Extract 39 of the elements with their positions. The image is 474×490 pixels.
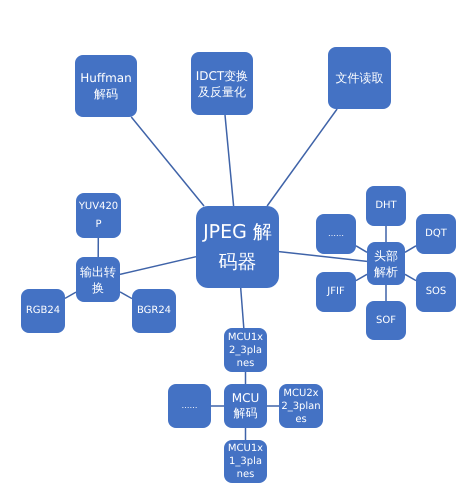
- connector-line: [356, 274, 368, 282]
- connector-line: [404, 274, 416, 282]
- process-box: RGB24: [21, 289, 65, 333]
- connector-line: [130, 116, 205, 206]
- connector-line: [120, 256, 196, 276]
- connector-line: [244, 428, 246, 440]
- process-box: 文件读取: [328, 47, 391, 109]
- connector-line: [97, 238, 100, 257]
- process-box: ……: [316, 214, 356, 254]
- process-box: MCU1x1_3planes: [224, 440, 267, 483]
- process-box: SOF: [366, 301, 406, 340]
- process-box: IDCT变换及反量化: [191, 52, 253, 115]
- connector-line: [267, 405, 279, 407]
- process-box: BGR24: [132, 289, 176, 333]
- connector-line: [356, 245, 368, 253]
- connector-line: [244, 372, 246, 384]
- connector-line: [64, 291, 76, 300]
- process-box: ……: [168, 384, 211, 428]
- process-box: DQT: [416, 214, 456, 254]
- process-box: JFIF: [316, 272, 356, 312]
- process-box: MCU2x2_3planes: [279, 384, 323, 428]
- process-box: MCU 解码: [224, 384, 267, 428]
- connector-line: [211, 405, 224, 407]
- process-box: MCU1x2_3planes: [224, 328, 267, 372]
- process-box: SOS: [416, 272, 456, 312]
- process-box: 头部解析: [367, 242, 405, 285]
- connector-line: [120, 291, 132, 300]
- connector-line: [385, 285, 387, 301]
- connector-line: [266, 108, 338, 206]
- process-box: 输出转换: [76, 257, 120, 302]
- connector-line: [385, 226, 387, 242]
- process-box: DHT: [366, 186, 406, 226]
- process-box: Huffman 解码: [75, 55, 137, 117]
- connector-line: [278, 250, 368, 262]
- connector-line: [404, 245, 416, 253]
- connector-line: [224, 114, 234, 206]
- process-box: YUV420P: [76, 193, 121, 238]
- process-box: JPEG 解码器: [196, 206, 279, 288]
- connector-line: [240, 288, 245, 328]
